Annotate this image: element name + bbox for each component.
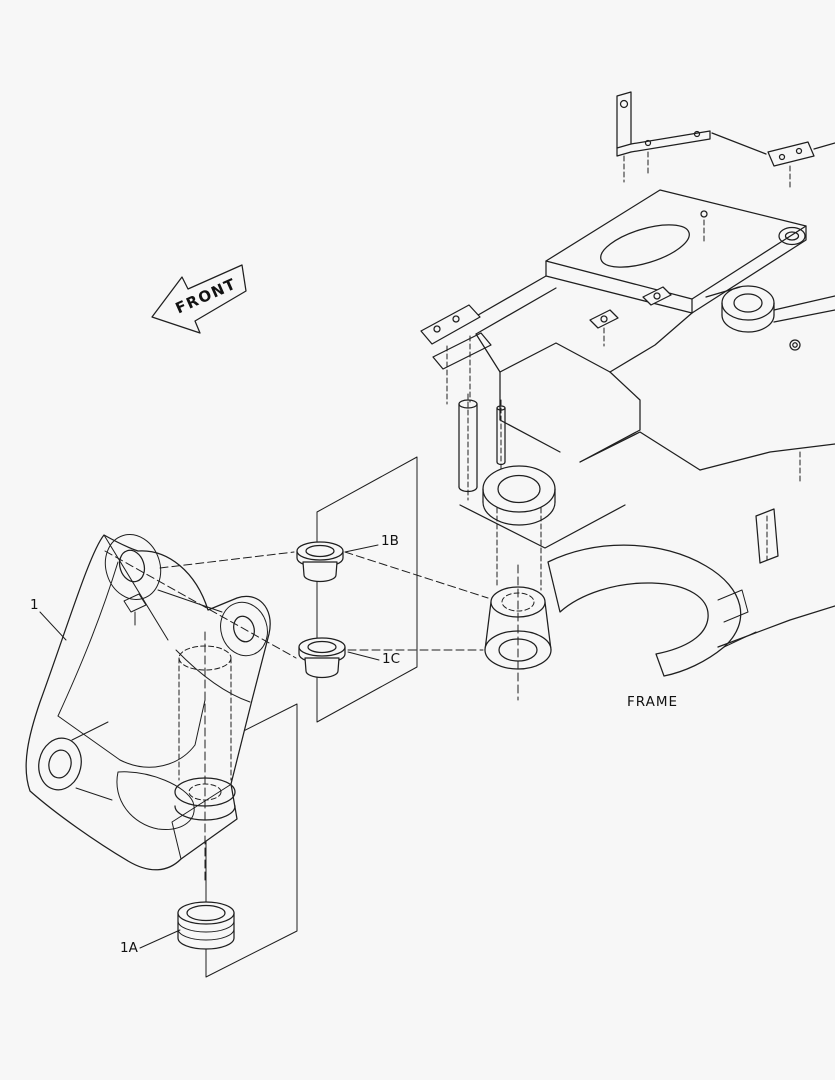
callout-1c: 1C <box>382 651 400 667</box>
bushing-1a <box>177 901 235 950</box>
callout-labels: 1 1A 1B 1C FRAME <box>30 533 678 956</box>
reference-box-upper <box>316 456 418 723</box>
front-direction-arrow: FRONT <box>151 264 247 334</box>
bushing-1b <box>296 541 344 583</box>
callout-1a: 1A <box>120 940 139 956</box>
frame-assembly-drawing <box>420 91 835 701</box>
callout-1: 1 <box>30 597 39 613</box>
frame-label: FRAME <box>627 694 678 710</box>
callout-1b: 1B <box>381 533 399 549</box>
callout-leaders <box>39 544 380 949</box>
centerlines <box>104 550 489 975</box>
bushing-1c <box>298 637 346 679</box>
swing-bracket-part <box>25 534 271 871</box>
